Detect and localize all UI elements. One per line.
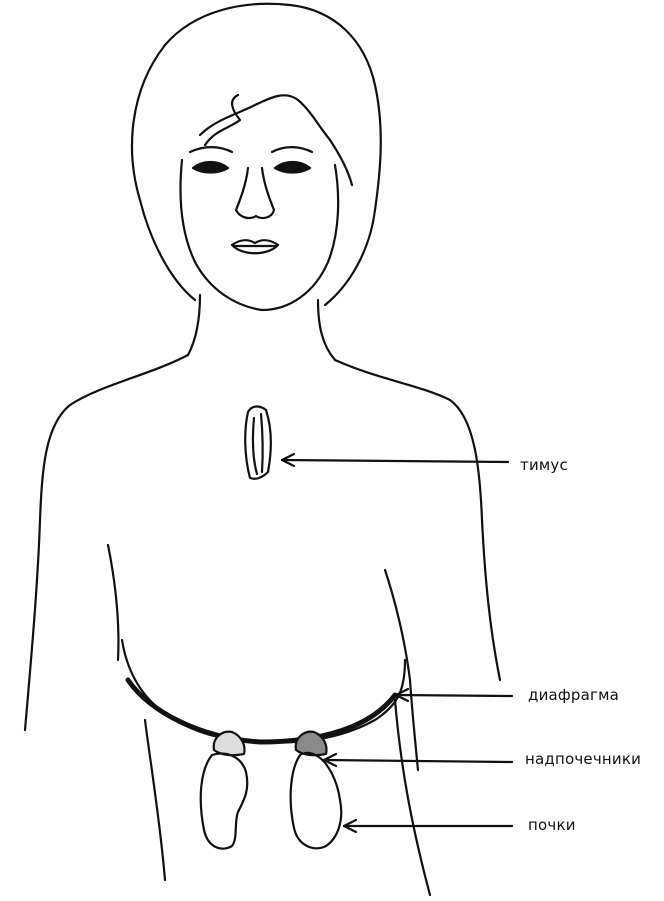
diaphragm-line: [128, 680, 395, 742]
right-eye: [275, 162, 310, 173]
left-eyebrow: [190, 147, 232, 152]
body-left-outline: [25, 355, 188, 730]
kidney-left: [201, 754, 248, 849]
hair-outline: [132, 4, 381, 305]
mouth-upper: [232, 240, 278, 245]
neck-right: [318, 300, 335, 360]
thymus-arrow-line: [282, 460, 508, 462]
kidneys-label: почки: [528, 816, 576, 834]
chest-curve: [122, 640, 405, 743]
kidney-right: [291, 753, 342, 848]
torso-right: [395, 700, 430, 895]
torso-left: [145, 720, 165, 880]
neck-left: [188, 295, 200, 355]
adrenal-glands-label: надпочечники: [525, 750, 641, 768]
nose: [236, 168, 274, 218]
thymus-shape: [245, 406, 271, 478]
adrenal-arrow-line: [324, 760, 512, 762]
body-right-outline: [335, 360, 500, 680]
right-eyebrow: [272, 147, 312, 152]
face-outline: [181, 160, 339, 310]
right-inner-arm: [385, 570, 418, 770]
thymus-label: тимус: [520, 456, 568, 474]
left-eye: [193, 162, 228, 173]
left-inner-arm: [108, 545, 118, 660]
adrenal-left: [214, 732, 245, 756]
diaphragm-arrow-line: [396, 695, 512, 696]
diaphragm-label: диафрагма: [528, 686, 619, 704]
